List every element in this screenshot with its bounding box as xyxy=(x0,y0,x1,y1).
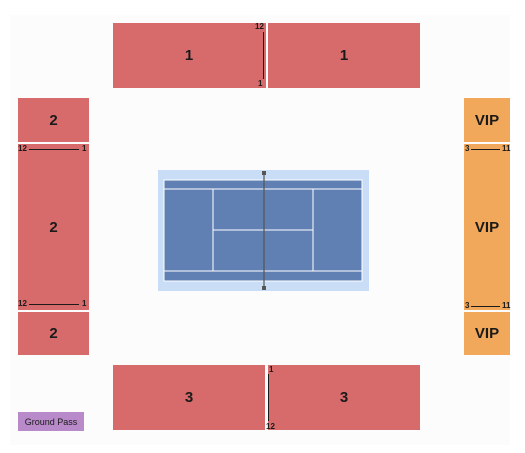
court-outline xyxy=(163,179,363,282)
section-vip-bottom[interactable]: VIP xyxy=(464,312,510,355)
court-graphic xyxy=(163,171,363,290)
row-line xyxy=(268,374,269,421)
row-label-start: 3 xyxy=(465,144,470,153)
section-2-middle[interactable]: 2 xyxy=(18,144,89,310)
row-label-end: 1 xyxy=(258,79,263,88)
section-label: VIP xyxy=(474,111,500,129)
section-3-right[interactable]: 3 xyxy=(268,365,420,430)
tennis-court xyxy=(158,170,369,291)
row-line xyxy=(471,306,500,307)
row-line xyxy=(29,149,79,150)
row-label-end: 12 xyxy=(266,422,275,431)
section-label: VIP xyxy=(474,218,500,236)
section-3-left[interactable]: 3 xyxy=(113,365,265,430)
row-label-end: 11 xyxy=(502,301,511,310)
section-label: 1 xyxy=(184,47,194,64)
row-label-end: 1 xyxy=(82,299,87,308)
row-line xyxy=(263,32,264,79)
row-label-end: 11 xyxy=(502,144,511,153)
row-line xyxy=(29,304,79,305)
net-post-bottom xyxy=(262,286,266,290)
row-label-start: 1 xyxy=(269,365,274,374)
net-post-top xyxy=(262,171,266,175)
section-divider xyxy=(266,23,268,88)
row-label-end: 1 xyxy=(82,144,87,153)
section-1-right[interactable]: 1 xyxy=(268,23,420,88)
section-label: VIP xyxy=(474,325,500,342)
row-line xyxy=(471,149,500,150)
section-2-bottom[interactable]: 2 xyxy=(18,312,89,355)
row-label-start: 12 xyxy=(255,22,264,31)
section-label: 2 xyxy=(49,325,58,342)
section-vip-top[interactable]: VIP xyxy=(464,98,510,142)
section-label: 2 xyxy=(49,218,58,236)
section-label: 3 xyxy=(184,389,194,406)
row-label-start: 3 xyxy=(465,301,470,310)
ground-pass-legend[interactable]: Ground Pass xyxy=(18,412,84,431)
section-vip-middle[interactable]: VIP xyxy=(464,144,510,310)
section-label: 2 xyxy=(49,111,58,129)
row-label-start: 12 xyxy=(18,144,27,153)
section-label: 3 xyxy=(339,389,349,406)
legend-label: Ground Pass xyxy=(24,416,78,427)
section-2-top[interactable]: 2 xyxy=(18,98,89,142)
row-label-start: 12 xyxy=(18,299,27,308)
section-label: 1 xyxy=(339,47,349,64)
section-1-left[interactable]: 1 xyxy=(113,23,265,88)
